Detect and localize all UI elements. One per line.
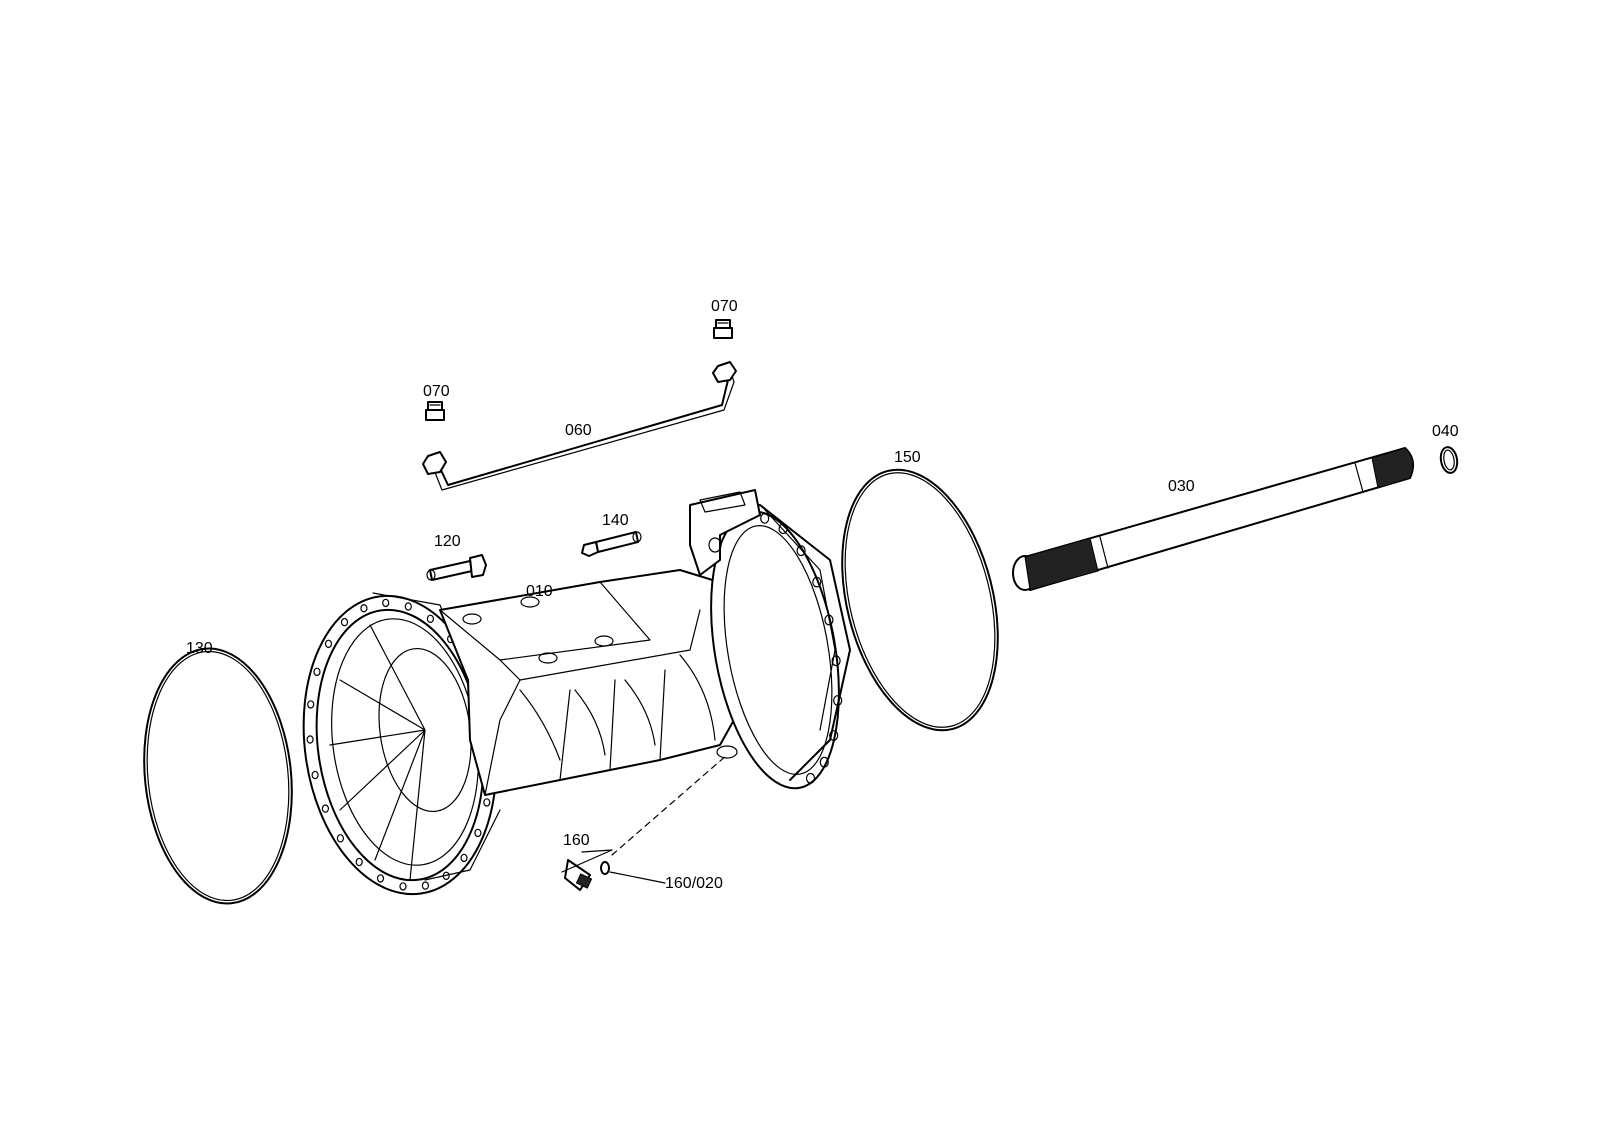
bolt-hole xyxy=(399,882,407,891)
bolt-hole xyxy=(307,700,315,709)
bolt-hole xyxy=(421,881,429,890)
bolt-hole xyxy=(483,798,491,807)
axle-housing-010[interactable] xyxy=(285,489,858,907)
assembly-guide-line xyxy=(611,754,728,856)
bolt-120[interactable] xyxy=(426,554,487,581)
bolt-hole xyxy=(382,598,390,608)
callout-160: 160 xyxy=(563,832,590,849)
axle-shaft-030[interactable] xyxy=(1012,447,1415,591)
bolt-hole xyxy=(336,834,344,843)
bolt-hole xyxy=(796,545,806,557)
bolt-hole xyxy=(831,655,841,667)
bolt-hole xyxy=(778,523,788,535)
bolt-hole xyxy=(321,804,329,813)
bolt-hole xyxy=(376,874,385,883)
callout-030: 030 xyxy=(1168,478,1195,495)
bolt-hole xyxy=(404,602,412,611)
callout-150: 150 xyxy=(894,449,921,466)
bolt-hole xyxy=(460,853,468,863)
seal-160-020[interactable] xyxy=(600,861,610,875)
callout-010: 010 xyxy=(526,583,553,600)
plug-070-left[interactable] xyxy=(425,401,445,421)
bolt-hole xyxy=(360,604,368,613)
callout-040: 040 xyxy=(1432,423,1459,440)
bolt-hole xyxy=(311,770,319,780)
pipe-060[interactable] xyxy=(422,361,737,491)
bolt-hole xyxy=(340,617,349,627)
bolt-hole xyxy=(426,614,434,624)
callout-070-left: 070 xyxy=(423,383,450,400)
callout-160-020: 160/020 xyxy=(665,875,723,892)
bolt-hole xyxy=(355,857,363,867)
callout-130: 130 xyxy=(186,640,213,657)
o-ring-150[interactable] xyxy=(817,453,1023,746)
callout-140: 140 xyxy=(602,512,629,529)
bolt-hole xyxy=(324,639,333,649)
callout-070-right: 070 xyxy=(711,298,738,315)
plug-070-right[interactable] xyxy=(713,319,733,339)
bolt-hole xyxy=(760,513,770,524)
leader-160-020 xyxy=(609,871,666,884)
bolt-hole xyxy=(313,667,321,677)
bolt-hole xyxy=(819,756,829,768)
snap-ring-040[interactable] xyxy=(1439,446,1459,474)
bolt-140[interactable] xyxy=(581,531,642,557)
bolt-hole xyxy=(442,871,450,881)
bolt-hole xyxy=(812,576,822,588)
bolt-hole xyxy=(306,735,314,744)
bolt-hole xyxy=(829,730,839,741)
bolt-hole xyxy=(824,614,834,626)
breather-160[interactable] xyxy=(561,849,613,891)
bolt-hole xyxy=(833,695,843,706)
callout-120: 120 xyxy=(434,533,461,550)
callout-060: 060 xyxy=(565,422,592,439)
o-ring-130[interactable] xyxy=(132,641,304,911)
bolt-hole xyxy=(805,772,816,784)
bolt-hole xyxy=(474,828,482,838)
